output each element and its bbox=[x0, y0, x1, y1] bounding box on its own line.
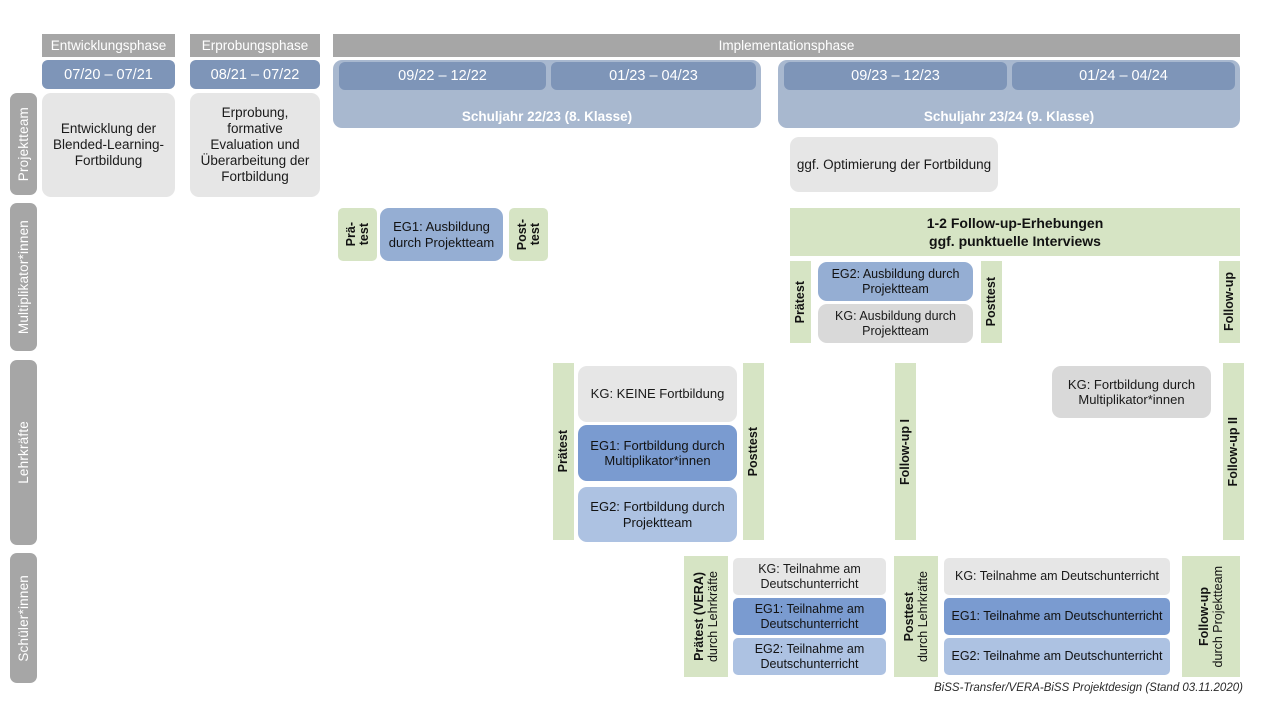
footer-caption-text: BiSS-Transfer/VERA-BiSS Projektdesign (S… bbox=[934, 682, 1243, 694]
date-box-0821-0722: 08/21 – 07/22 bbox=[190, 60, 320, 89]
multiplikatoren-eg1-box: EG1: Ausbildung durch Projektteam bbox=[380, 208, 503, 261]
schuljahr-2324-label: Schuljahr 23/24 (9. Klasse) bbox=[923, 109, 1095, 124]
multiplikatoren-praetest-line1: Prä- bbox=[343, 222, 358, 247]
schueler-posttest-sub-label: durch Lehrkräfte bbox=[915, 570, 930, 663]
schueler-kg1-label: KG: Teilnahme am Deutschunterricht bbox=[758, 561, 861, 591]
multiplikatoren-kg-box: KG: Ausbildung durch Projektteam bbox=[818, 304, 973, 343]
phase-band-erprobung: Erprobungsphase bbox=[190, 34, 320, 57]
schueler-posttest-main-label: Posttest bbox=[902, 591, 916, 642]
date-box-0124-0424: 01/24 – 04/24 bbox=[1012, 62, 1235, 90]
schueler-followup-main-label: Follow-up bbox=[1197, 586, 1211, 646]
projektteam-erprobung-box: Erprobung, formative Evaluation und Über… bbox=[190, 93, 320, 197]
date-box-0922-1222: 09/22 – 12/22 bbox=[339, 62, 546, 90]
schueler-praetest-sub-label: durch Lehrkräfte bbox=[705, 570, 720, 663]
schueler-followup-strip: Follow-up durch Projektteam bbox=[1182, 556, 1240, 677]
schueler-eg2-2-box: EG2: Teilnahme am Deutschunterricht bbox=[944, 638, 1170, 675]
footer-caption: BiSS-Transfer/VERA-BiSS Projektdesign (S… bbox=[934, 682, 1243, 694]
schueler-eg2-2-label: EG2: Teilnahme am Deutschunterricht bbox=[951, 649, 1163, 664]
projektteam-entwicklung-box: Entwicklung der Blended-Learning-Fortbil… bbox=[42, 93, 175, 197]
schueler-praetest-strip: Prätest (VERA) durch Lehrkräfte bbox=[684, 556, 728, 677]
schueler-followup-sub-label: durch Projektteam bbox=[1210, 565, 1225, 668]
schueler-eg1-2-label: EG1: Teilnahme am Deutschunterricht bbox=[951, 609, 1163, 624]
lehrkraefte-praetest-strip: Prätest bbox=[553, 363, 574, 540]
row-label-schueler-text: Schüler*innen bbox=[16, 574, 31, 662]
lehrkraefte-followup1-strip: Follow-up I bbox=[895, 363, 916, 540]
date-box-0123-0423-label: 01/23 – 04/23 bbox=[609, 68, 698, 84]
multiplikatoren-posttest-line1: Post- bbox=[514, 218, 529, 251]
date-box-0123-0423: 01/23 – 04/23 bbox=[551, 62, 756, 90]
schueler-eg1-1-label: EG1: Teilnahme am Deutschunterricht bbox=[754, 601, 865, 631]
schueler-eg2-1-box: EG2: Teilnahme am Deutschunterricht bbox=[733, 638, 886, 675]
phase-band-erprobung-label: Erprobungsphase bbox=[201, 38, 309, 53]
lehrkraefte-eg2-label: EG2: Fortbildung durch Projektteam bbox=[590, 499, 725, 530]
schueler-eg1-1-box: EG1: Teilnahme am Deutschunterricht bbox=[733, 598, 886, 635]
multiplikatoren-posttest-strip-1: Post- test bbox=[509, 208, 548, 261]
lehrkraefte-followup1-label: Follow-up I bbox=[898, 418, 913, 485]
row-label-schueler: Schüler*innen bbox=[10, 553, 37, 683]
multiplikatoren-praetest-2-label: Prätest bbox=[793, 280, 808, 324]
schueler-posttest-strip: Posttest durch Lehrkräfte bbox=[894, 556, 938, 677]
lehrkraefte-posttest-label: Posttest bbox=[746, 426, 761, 477]
row-label-multiplikatoren-text: Multiplikator*innen bbox=[16, 219, 31, 335]
schueler-kg2-label: KG: Teilnahme am Deutschunterricht bbox=[954, 569, 1160, 584]
schueler-kg2-box: KG: Teilnahme am Deutschunterricht bbox=[944, 558, 1170, 595]
projektteam-entwicklung-label: Entwicklung der Blended-Learning-Fortbil… bbox=[52, 121, 165, 168]
schuljahr-2223-label: Schuljahr 22/23 (8. Klasse) bbox=[461, 109, 633, 124]
phase-band-entwicklung-label: Entwicklungsphase bbox=[50, 38, 167, 53]
phase-band-implementation: Implementationsphase bbox=[333, 34, 1240, 57]
date-box-0923-1223-label: 09/23 – 12/23 bbox=[851, 68, 940, 84]
date-box-0922-1222-label: 09/22 – 12/22 bbox=[398, 68, 487, 84]
date-box-0720-0721: 07/20 – 07/21 bbox=[42, 60, 175, 89]
multiplikatoren-praetest-strip-2: Prätest bbox=[790, 261, 811, 343]
multiplikatoren-praetest-strip-1: Prä- test bbox=[338, 208, 377, 261]
multiplikatoren-followup-label: Follow-up bbox=[1222, 272, 1237, 332]
schueler-eg2-1-label: EG2: Teilnahme am Deutschunterricht bbox=[754, 641, 865, 671]
projektteam-erprobung-label: Erprobung, formative Evaluation und Über… bbox=[200, 105, 310, 184]
lehrkraefte-eg1-label: EG1: Fortbildung durch Multiplikator*inn… bbox=[590, 437, 725, 468]
lehrkraefte-eg1-box: EG1: Fortbildung durch Multiplikator*inn… bbox=[578, 425, 737, 481]
multiplikatoren-followup-banner-label: 1-2 Follow-up-Erhebungen ggf. punktuelle… bbox=[926, 214, 1104, 249]
date-box-0720-0721-label: 07/20 – 07/21 bbox=[64, 66, 153, 83]
multiplikatoren-eg2-label: EG2: Ausbildung durch Projektteam bbox=[831, 266, 960, 296]
lehrkraefte-eg2-box: EG2: Fortbildung durch Projektteam bbox=[578, 487, 737, 542]
multiplikatoren-praetest-line2: test bbox=[357, 223, 371, 246]
date-box-0821-0722-label: 08/21 – 07/22 bbox=[210, 66, 300, 83]
multiplikatoren-kg-label: KG: Ausbildung durch Projektteam bbox=[835, 308, 956, 338]
lehrkraefte-praetest-label: Prätest bbox=[556, 430, 571, 473]
schueler-praetest-main-label: Prätest (VERA) bbox=[692, 572, 706, 661]
row-label-projektteam-text: Projektteam bbox=[16, 106, 31, 182]
lehrkraefte-posttest-strip: Posttest bbox=[743, 363, 764, 540]
lehrkraefte-kg-box: KG: KEINE Fortbildung bbox=[578, 366, 737, 422]
lehrkraefte-kg-label: KG: KEINE Fortbildung bbox=[590, 386, 725, 402]
multiplikatoren-posttest-2-label: Posttest bbox=[984, 277, 999, 327]
multiplikatoren-eg1-label: EG1: Ausbildung durch Projektteam bbox=[388, 219, 495, 250]
lehrkraefte-followup2-label: Follow-up II bbox=[1226, 416, 1241, 487]
multiplikatoren-posttest-line2: test bbox=[528, 223, 542, 246]
lehrkraefte-kg2-box: KG: Fortbildung durch Multiplikator*inne… bbox=[1052, 366, 1211, 418]
schueler-kg1-box: KG: Teilnahme am Deutschunterricht bbox=[733, 558, 886, 595]
multiplikatoren-followup-banner: 1-2 Follow-up-Erhebungen ggf. punktuelle… bbox=[790, 208, 1240, 256]
lehrkraefte-kg2-label: KG: Fortbildung durch Multiplikator*inne… bbox=[1067, 376, 1196, 407]
projektteam-optimierung-label: ggf. Optimierung der Fortbildung bbox=[796, 156, 992, 172]
multiplikatoren-posttest-strip-2: Posttest bbox=[981, 261, 1002, 343]
row-label-projektteam: Projektteam bbox=[10, 93, 37, 195]
row-label-multiplikatoren: Multiplikator*innen bbox=[10, 203, 37, 351]
schueler-eg1-2-box: EG1: Teilnahme am Deutschunterricht bbox=[944, 598, 1170, 635]
phase-band-implementation-label: Implementationsphase bbox=[718, 38, 855, 53]
row-label-lehrkraefte-text: Lehrkräfte bbox=[16, 421, 31, 484]
lehrkraefte-followup2-strip: Follow-up II bbox=[1223, 363, 1244, 540]
projektteam-optimierung-box: ggf. Optimierung der Fortbildung bbox=[790, 137, 998, 192]
date-box-0124-0424-label: 01/24 – 04/24 bbox=[1079, 68, 1168, 84]
phase-band-entwicklung: Entwicklungsphase bbox=[42, 34, 175, 57]
multiplikatoren-eg2-box: EG2: Ausbildung durch Projektteam bbox=[818, 262, 973, 301]
multiplikatoren-followup-strip: Follow-up bbox=[1219, 261, 1240, 343]
date-box-0923-1223: 09/23 – 12/23 bbox=[784, 62, 1007, 90]
row-label-lehrkraefte: Lehrkräfte bbox=[10, 360, 37, 545]
